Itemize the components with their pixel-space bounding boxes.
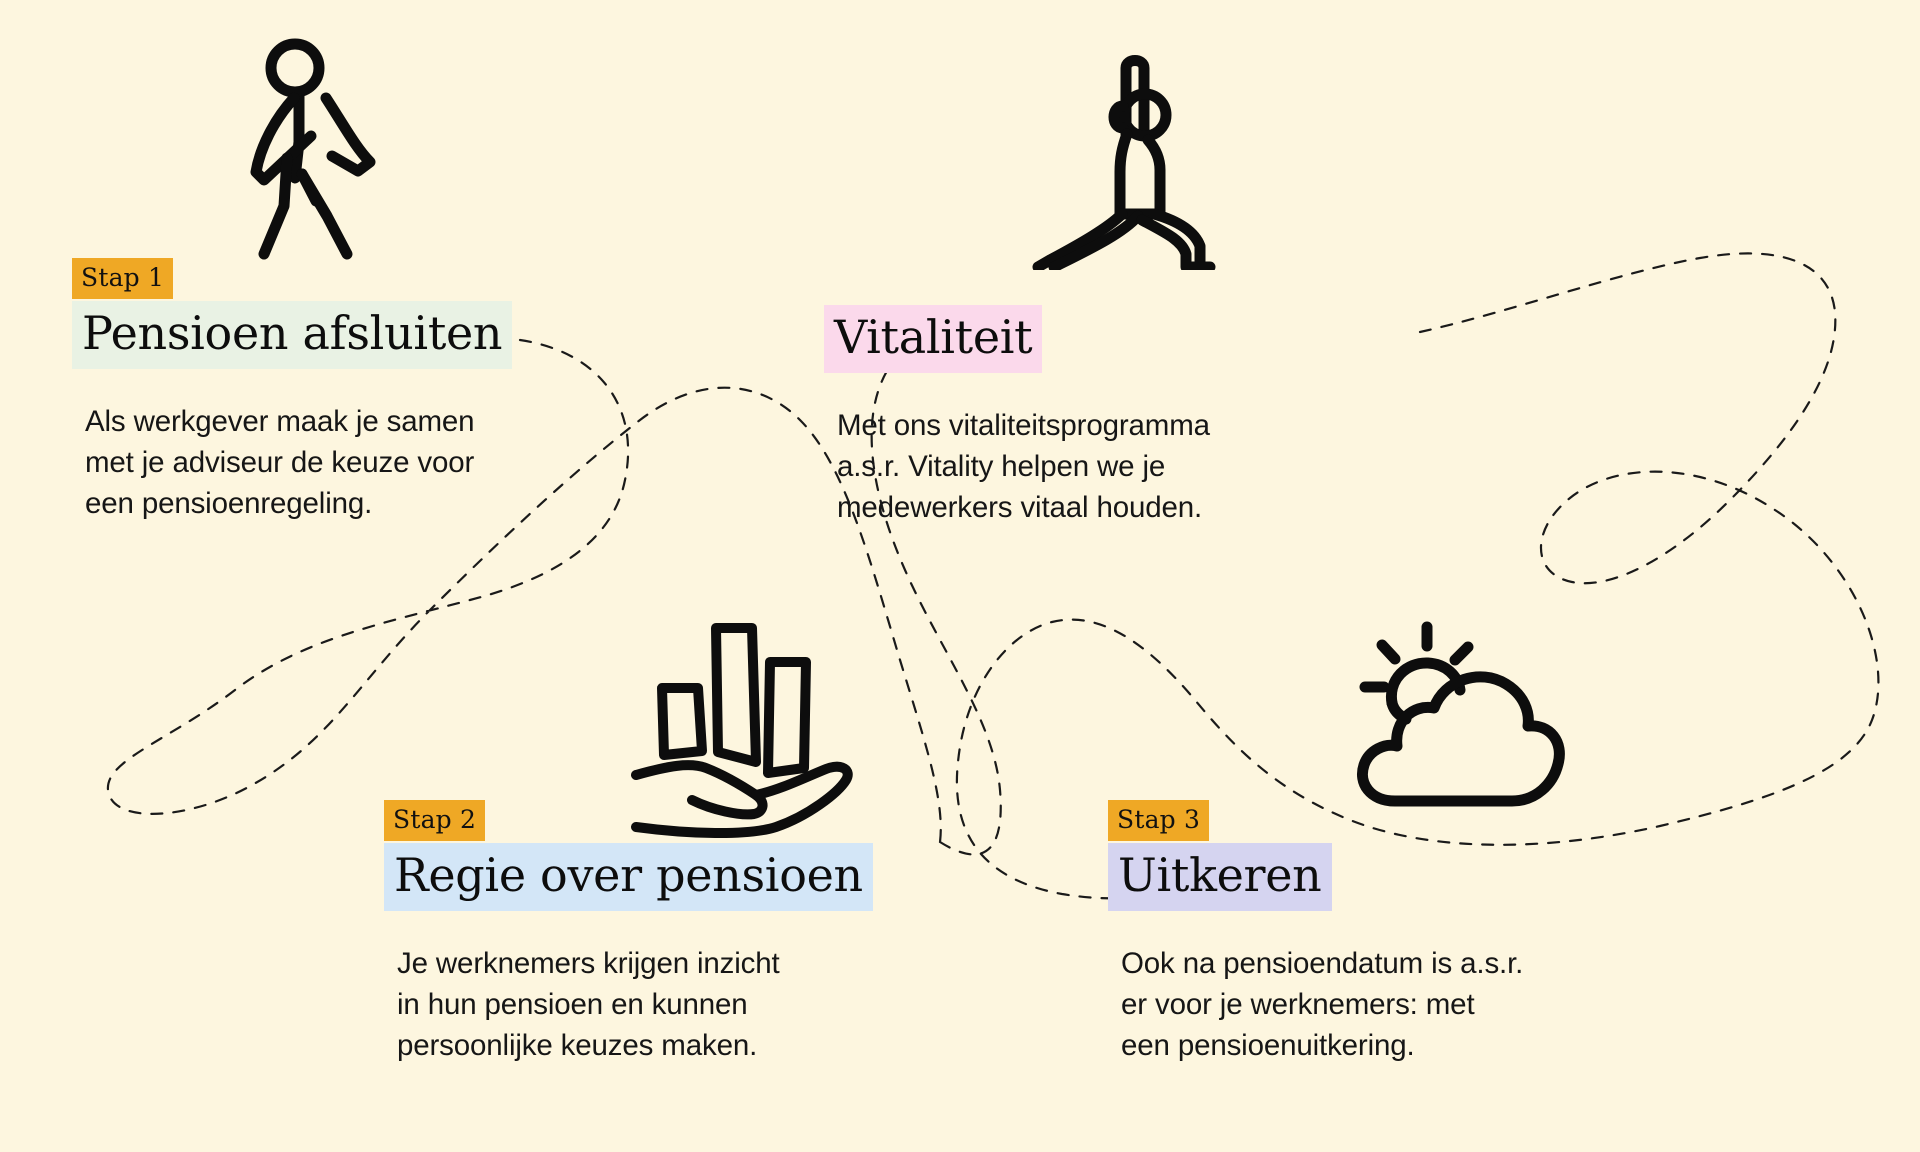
walking-person-icon (198, 38, 388, 265)
step-description: Met ons vitaliteitsprogramma a.s.r. Vita… (837, 409, 1210, 525)
step-description: Ook na pensioendatum is a.s.r. er voor j… (1121, 947, 1524, 1063)
step-block-pensioen-afsluiten: Stap 1 Pensioen afsluiten Als werkgever … (72, 258, 513, 524)
step-badge: Stap 3 (1108, 800, 1210, 841)
step-badge: Stap 2 (384, 800, 486, 841)
hand-holding-bars-icon (628, 620, 858, 845)
step-block-uitkeren: Stap 3 Uitkeren Ook na pensioendatum is … (1108, 800, 1523, 1066)
step-description: Als werkgever maak je samen met je advis… (85, 405, 475, 521)
step-title: Vitaliteit (824, 305, 1043, 374)
step-description: Je werknemers krijgen inzicht in hun pen… (397, 947, 780, 1063)
step-block-vitaliteit: Vitaliteit Met ons vitaliteitsprogramma … (824, 305, 1210, 528)
step-title: Regie over pensioen (384, 843, 873, 912)
step-badge: Stap 1 (72, 258, 174, 299)
step-title: Uitkeren (1108, 843, 1332, 912)
step-block-regie-over-pensioen: Stap 2 Regie over pensioen Je werknemers… (384, 800, 873, 1066)
sun-behind-cloud-icon (1340, 618, 1570, 823)
yoga-warrior-pose-icon (1010, 48, 1262, 275)
step-title: Pensioen afsluiten (72, 301, 513, 370)
